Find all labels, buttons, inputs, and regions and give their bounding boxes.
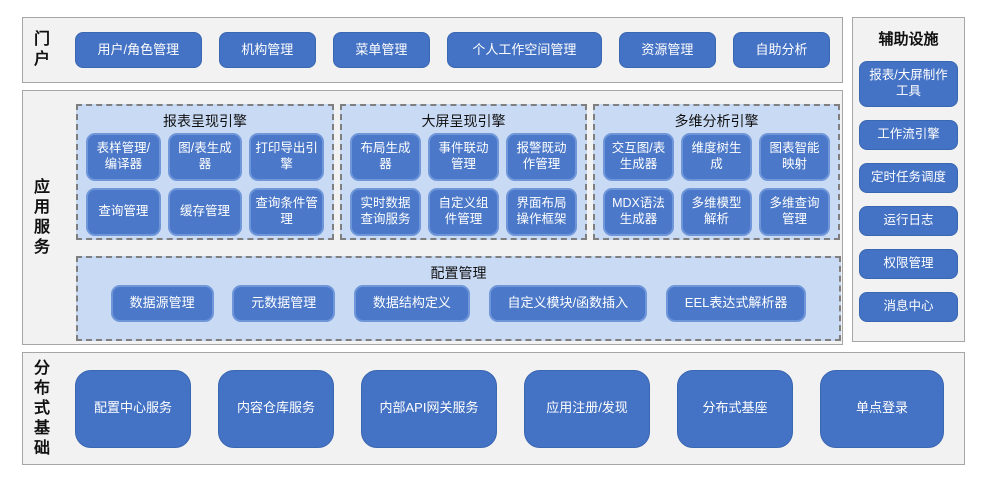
- portal-item-workspace: 个人工作空间管理: [446, 32, 602, 68]
- engine-title: 多维分析引擎: [674, 113, 759, 129]
- engine-title: 报表呈现引擎: [163, 113, 247, 129]
- auxiliary-section: 辅助设施 报表/大屏制作工具 工作流引擎 定时任务调度 运行日志 权限管理 消息…: [852, 17, 965, 342]
- portal-section: 门户 用户/角色管理 机构管理 菜单管理 个人工作空间管理 资源管理 自助分析: [22, 17, 843, 83]
- dist-item-app-registry: 应用注册/发现: [524, 369, 650, 448]
- app-services-label: 应用服务: [33, 178, 50, 256]
- auxiliary-list: 报表/大屏制作工具 工作流引擎 定时任务调度 运行日志 权限管理 消息中心: [853, 61, 964, 322]
- module-box: 报警既动作管理: [506, 133, 577, 181]
- auxiliary-title: 辅助设施: [878, 31, 939, 48]
- config-modules: 数据源管理 元数据管理 数据结构定义 自定义模块/函数插入 EEL表达式解析器: [78, 283, 839, 322]
- engine-panel-report: 报表呈现引擎 表样管理/编译器 图/表生成器 打印导出引擎 查询管理 缓存管理 …: [76, 104, 334, 240]
- portal-item-selfservice: 自助分析: [732, 32, 831, 68]
- portal-item-menu: 菜单管理: [332, 32, 430, 68]
- module-box: 多维模型解析: [681, 188, 752, 236]
- portal-row: 用户/角色管理 机构管理 菜单管理 个人工作空间管理 资源管理 自助分析: [75, 18, 831, 82]
- module-box: 图/表生成器: [167, 133, 243, 181]
- dist-item-dist-base: 分布式基座: [677, 369, 793, 448]
- module-box: 多维查询管理: [759, 188, 830, 236]
- aux-item-message: 消息中心: [859, 292, 958, 322]
- module-box: MDX语法生成器: [603, 188, 674, 236]
- module-box: 打印导出引擎: [249, 133, 324, 181]
- module-box: 布局生成器: [350, 133, 421, 181]
- config-panel: 配置管理 数据源管理 元数据管理 数据结构定义 自定义模块/函数插入 EEL表达…: [76, 256, 841, 341]
- module-box: 查询条件管理: [249, 188, 324, 236]
- config-panel-title: 配置管理: [430, 265, 487, 281]
- module-box: 查询管理: [86, 188, 161, 236]
- module-box: 实时数据查询服务: [350, 188, 421, 236]
- module-box: 图表智能映射: [759, 133, 830, 181]
- dist-item-sso: 单点登录: [820, 369, 944, 448]
- aux-item-report-tool: 报表/大屏制作工具: [859, 61, 958, 107]
- module-box: 数据结构定义: [353, 285, 470, 322]
- module-box: 自定义组件管理: [428, 188, 499, 236]
- module-box: EEL表达式解析器: [665, 285, 807, 322]
- engine-modules: 表样管理/编译器 图/表生成器 打印导出引擎 查询管理 缓存管理 查询条件管理: [78, 131, 332, 244]
- module-box: 界面布局操作框架: [506, 188, 577, 236]
- module-box: 事件联动管理: [428, 133, 499, 181]
- module-box: 自定义模块/函数插入: [488, 285, 648, 322]
- module-box: 表样管理/编译器: [86, 133, 161, 181]
- module-box: 交互图/表生成器: [603, 133, 674, 181]
- portal-section-label: 门户: [33, 31, 50, 68]
- aux-item-runlog: 运行日志: [859, 206, 958, 236]
- module-box: 数据源管理: [110, 285, 214, 322]
- app-services-section: 应用服务 报表呈现引擎 表样管理/编译器 图/表生成器 打印导出引擎 查询管理 …: [22, 90, 843, 345]
- module-box: 元数据管理: [232, 285, 336, 322]
- distributed-label: 分布式基础: [33, 359, 50, 457]
- engine-modules: 布局生成器 事件联动管理 报警既动作管理 实时数据查询服务 自定义组件管理 界面…: [342, 131, 585, 244]
- engine-panel-olap: 多维分析引擎 交互图/表生成器 维度树生成 图表智能映射 MDX语法生成器 多维…: [593, 104, 840, 240]
- dist-item-content-repo: 内容仓库服务: [218, 369, 334, 448]
- distributed-row: 配置中心服务 内容仓库服务 内部API网关服务 应用注册/发现 分布式基座 单点…: [75, 353, 944, 464]
- engine-modules: 交互图/表生成器 维度树生成 图表智能映射 MDX语法生成器 多维模型解析 多维…: [595, 131, 838, 244]
- module-box: 缓存管理: [167, 188, 243, 236]
- portal-item-user-role: 用户/角色管理: [75, 32, 202, 68]
- dist-item-api-gateway: 内部API网关服务: [361, 369, 497, 448]
- distributed-section: 分布式基础 配置中心服务 内容仓库服务 内部API网关服务 应用注册/发现 分布…: [22, 352, 965, 465]
- dist-item-config-center: 配置中心服务: [75, 369, 191, 448]
- portal-item-org: 机构管理: [218, 32, 316, 68]
- engine-title: 大屏呈现引擎: [421, 113, 506, 129]
- engine-panel-dashboard: 大屏呈现引擎 布局生成器 事件联动管理 报警既动作管理 实时数据查询服务 自定义…: [340, 104, 587, 240]
- module-box: 维度树生成: [681, 133, 752, 181]
- aux-item-workflow: 工作流引擎: [859, 120, 958, 150]
- aux-item-scheduler: 定时任务调度: [859, 163, 958, 193]
- aux-item-permission: 权限管理: [859, 249, 958, 279]
- portal-item-resource: 资源管理: [618, 32, 716, 68]
